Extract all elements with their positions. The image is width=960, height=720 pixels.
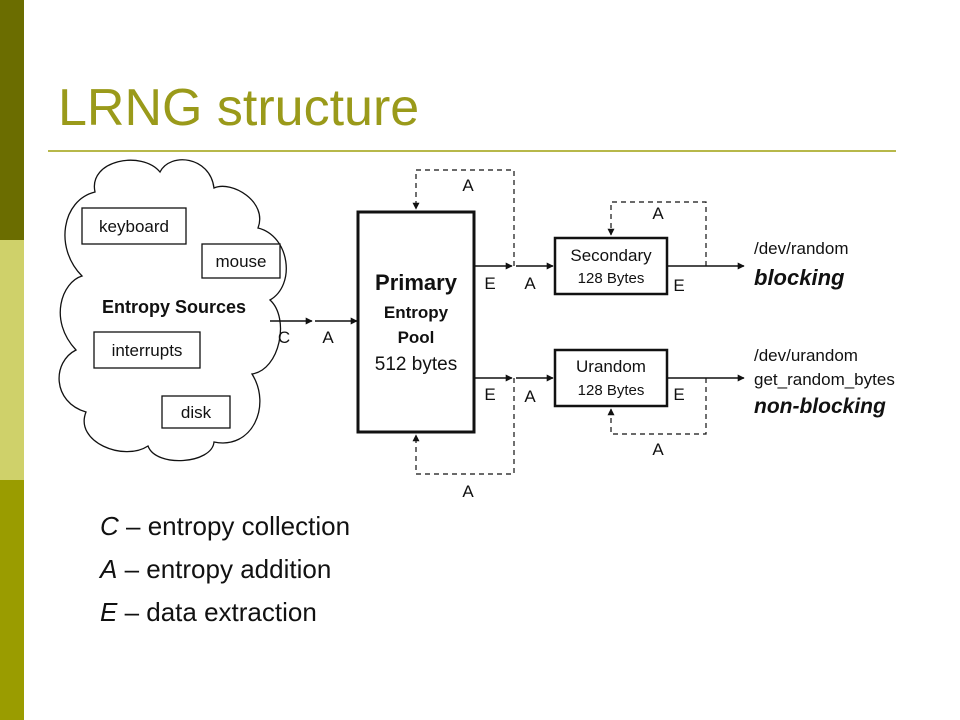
flow-label-e-secondary: E <box>673 276 684 295</box>
urandom-pool-name: Urandom <box>576 357 646 376</box>
mouse-box <box>201 243 281 279</box>
flow-label-e-primary-top: E <box>484 274 495 293</box>
slide-title: LRNG structure <box>58 79 420 137</box>
legend-text: – entropy collection <box>118 511 351 541</box>
disk-box <box>161 395 231 429</box>
primary-bottom-feedback <box>412 378 515 475</box>
keyboard-box <box>81 207 187 245</box>
non-blocking-label: non-blocking <box>754 395 886 418</box>
primary-pool-size: 512 bytes <box>375 354 457 375</box>
sidebar-accent-bar <box>0 0 24 720</box>
primary-pool-line3: Pool <box>398 328 435 347</box>
entropy-sources-cloud <box>58 159 287 462</box>
legend-symbol: E <box>100 597 118 627</box>
flow-label-a-urandom-in: A <box>524 387 536 406</box>
flow-label-a-secondary-in: A <box>524 274 536 293</box>
flow-label-e-urandom: E <box>673 385 684 404</box>
mouse-label: mouse <box>215 252 266 271</box>
legend: C – entropy collection A – entropy addit… <box>100 508 350 637</box>
legend-text: – data extraction <box>117 597 317 627</box>
secondary-pool-size: 128 Bytes <box>578 270 645 287</box>
legend-text: – entropy addition <box>117 554 332 584</box>
flow-label-a-urandom-bottom: A <box>652 440 664 459</box>
secondary-pool-box <box>553 236 669 296</box>
flow-label-a-primary-bottom: A <box>462 482 474 501</box>
interrupts-box <box>93 331 201 369</box>
flow-label-c: C <box>278 328 290 347</box>
dev-urandom-label: /dev/urandom <box>754 346 858 365</box>
disk-label: disk <box>181 403 212 422</box>
flow-label-a-secondary-top: A <box>652 204 664 223</box>
get-random-bytes-label: get_random_bytes <box>754 370 895 389</box>
flow-label-a-primary-in: A <box>322 328 334 347</box>
secondary-pool-name: Secondary <box>570 246 652 265</box>
interrupts-label: interrupts <box>112 341 183 360</box>
legend-item-collection: C – entropy collection <box>100 508 350 551</box>
urandom-feedback <box>607 378 707 435</box>
sidebar-segment-dark <box>0 0 24 240</box>
dev-random-label: /dev/random <box>754 239 849 258</box>
primary-top-feedback <box>412 169 515 266</box>
legend-symbol: A <box>100 554 118 584</box>
urandom-pool-box <box>553 348 669 408</box>
legend-item-extraction: E – data extraction <box>100 594 350 637</box>
sidebar-segment-mid <box>0 480 24 720</box>
legend-item-addition: A – entropy addition <box>100 551 350 594</box>
sidebar-segment-light <box>0 240 24 480</box>
urandom-pool-size: 128 Bytes <box>578 382 645 399</box>
primary-pool-line2: Entropy <box>384 303 449 322</box>
flow-label-a-primary-top: A <box>462 176 474 195</box>
blocking-label: blocking <box>754 265 845 290</box>
flow-label-e-primary-bottom: E <box>484 385 495 404</box>
entropy-sources-title: Entropy Sources <box>102 297 246 317</box>
keyboard-label: keyboard <box>99 217 169 236</box>
primary-pool-box <box>356 210 476 434</box>
primary-pool-name: Primary <box>375 270 458 295</box>
title-underline <box>48 150 896 152</box>
secondary-feedback <box>607 201 707 266</box>
legend-symbol: C <box>100 511 119 541</box>
